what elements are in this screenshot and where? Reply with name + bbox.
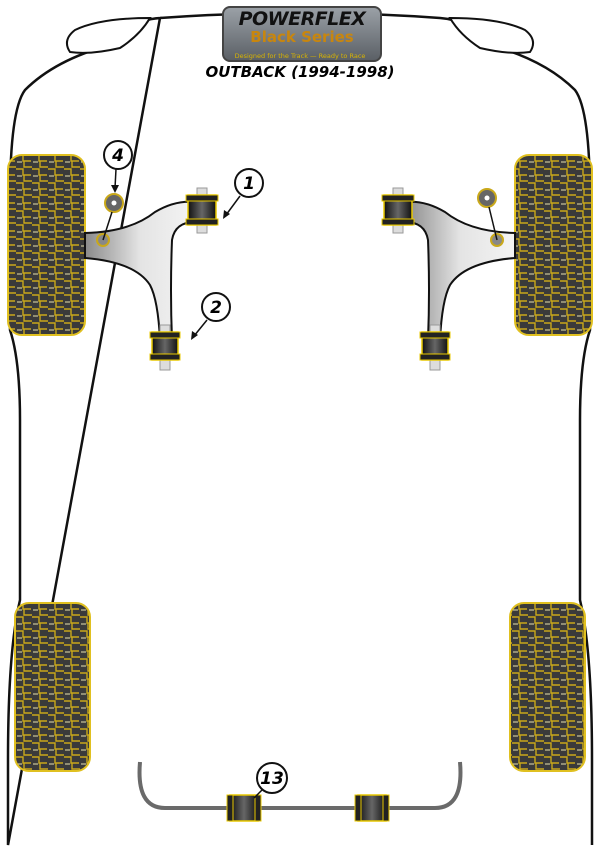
callout-2-label: 2 [210, 298, 222, 318]
callout-2: 2 [191, 292, 231, 340]
callout-4: 4 [103, 140, 133, 193]
logo-series: Black Series [250, 28, 354, 46]
bush-1-left[interactable] [185, 187, 219, 234]
powerflex-logo: POWERFLEX Black Series [222, 6, 382, 62]
callout-4-label: 4 [111, 146, 124, 166]
callout-1-label: 1 [243, 174, 255, 194]
anti-roll-bar [137, 761, 463, 810]
page-title: OUTBACK (1994-1998) [205, 63, 395, 81]
logo-brand: POWERFLEX [238, 8, 366, 30]
bush-1-right[interactable] [381, 187, 415, 234]
control-arm-left [84, 200, 196, 341]
callout-13-label: 13 [260, 769, 284, 789]
bush-13-right[interactable] [354, 794, 390, 822]
bush-13-left[interactable] [226, 794, 262, 822]
headlight-right [448, 16, 535, 54]
tire-front-right [514, 154, 593, 336]
tire-rear-right [509, 602, 586, 772]
bush-2-left[interactable] [149, 324, 181, 371]
headlight-left [65, 16, 152, 54]
tire-rear-left [14, 602, 91, 772]
bush-2-right[interactable] [419, 324, 451, 371]
callout-13: 13 [253, 762, 288, 799]
callout-1: 1 [223, 168, 264, 219]
body-outline [6, 11, 594, 846]
control-arm-right [404, 200, 516, 341]
tagline: Designed for the Track — Ready to Race [234, 52, 366, 60]
tire-front-left [7, 154, 86, 336]
